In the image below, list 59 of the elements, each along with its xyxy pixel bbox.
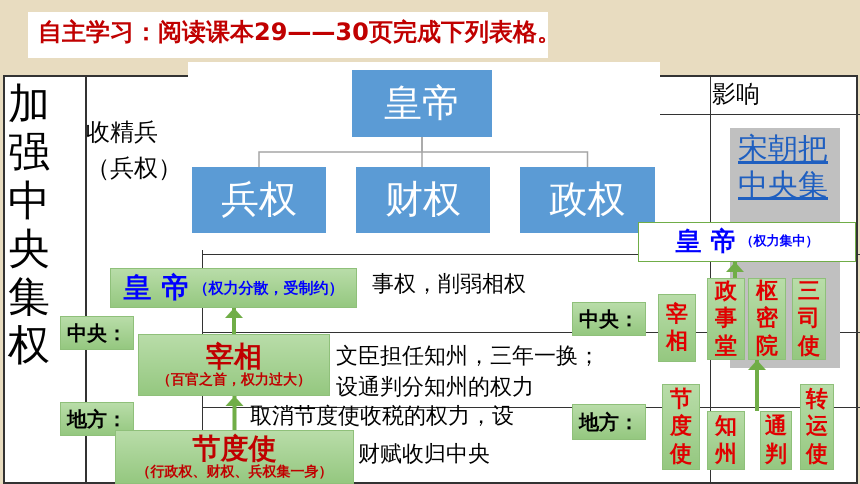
node-text: 宰相 <box>206 342 262 373</box>
vertical-box <box>792 278 826 360</box>
cell-text: 设通判分知州的权力 <box>336 375 534 402</box>
chart-box <box>356 167 490 233</box>
process-box <box>638 222 856 262</box>
node-text: 地方： <box>579 411 639 433</box>
node-text: 地方： <box>67 408 127 430</box>
arrow <box>226 396 244 430</box>
node-text: 皇 帝 <box>124 272 190 304</box>
node-text: 知州 <box>714 413 738 468</box>
node-text: 枢密院 <box>755 278 779 360</box>
cell-text: 宋朝把中央集 <box>738 132 829 204</box>
vertical-box <box>662 384 700 470</box>
node-text: 政事堂 <box>714 278 738 360</box>
note-text: （百官之首，权力过大） <box>157 372 311 388</box>
process-box <box>115 430 354 484</box>
node-text: 中央： <box>67 322 127 344</box>
tag-box <box>60 316 134 350</box>
cell-text: 事权，削弱相权 <box>372 272 526 298</box>
node-text: 兵权 <box>221 179 297 221</box>
node-text: 三司使 <box>797 278 821 360</box>
column-header: 影响 <box>712 80 760 109</box>
vertical-box <box>658 294 696 362</box>
cell-text: （兵权） <box>86 154 182 183</box>
node-text: 政权 <box>550 179 626 221</box>
vertical-box <box>707 411 745 470</box>
node-text: 中央： <box>579 308 639 330</box>
vertical-heading: 加强中央集权 <box>8 80 51 370</box>
arrow <box>748 360 766 411</box>
chart-box <box>520 167 655 233</box>
node-text: 转运使 <box>805 386 829 468</box>
node-text: 宰相 <box>665 300 689 356</box>
node-text: 节度使 <box>192 434 276 465</box>
cell-text: 文臣担任知州，三年一换； <box>336 344 600 370</box>
connector-line <box>421 137 588 167</box>
node-text: 皇 帝 <box>675 228 737 256</box>
vertical-box <box>800 384 834 470</box>
note-text: （权力分散，受制约） <box>193 280 344 296</box>
tag-box <box>572 302 646 336</box>
note-text: （行政权、财权、兵权集一身） <box>136 464 332 480</box>
node-text: 节度使 <box>669 386 693 468</box>
node-text: 财权 <box>385 179 461 221</box>
cell-text: 财赋收归中央 <box>358 442 490 468</box>
vertical-box <box>748 278 786 360</box>
process-box <box>110 268 357 308</box>
cell-text: 取消节度使收税的权力，设 <box>250 404 514 430</box>
tag-box <box>60 402 134 436</box>
node-text: 通判 <box>764 413 788 468</box>
node-text: 皇帝 <box>384 82 460 124</box>
note-text: （权力集中） <box>740 234 819 250</box>
chart-box <box>192 167 326 233</box>
tag-box <box>572 404 646 440</box>
vertical-box <box>707 278 745 360</box>
slide-title: 自主学习：阅读课本29——30页完成下列表格。 <box>38 18 561 47</box>
process-box <box>138 334 330 396</box>
chart-box <box>352 70 492 137</box>
arrow <box>225 308 243 334</box>
arrow <box>726 262 744 278</box>
cell-text: 收精兵 <box>86 118 158 147</box>
